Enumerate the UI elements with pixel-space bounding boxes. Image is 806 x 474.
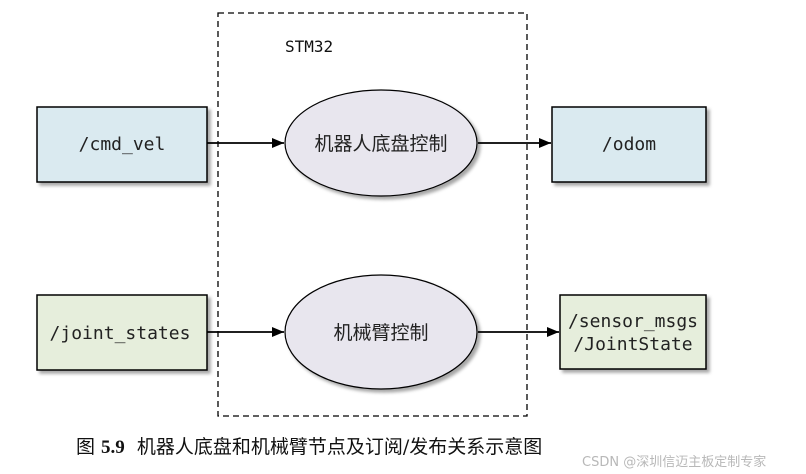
topic-joint-states-label: /joint_states <box>50 323 191 344</box>
topic-joint-state-msg-line2: /JointState <box>573 334 692 355</box>
caption-number: 5.9 <box>101 437 125 458</box>
topic-joint-state-msg[interactable]: /sensor_msgs /JointState <box>559 294 707 370</box>
node-base-control-label: 机器人底盘控制 <box>314 133 447 155</box>
topic-odom[interactable]: /odom <box>551 106 707 183</box>
figure-caption: 图 5.9 机器人底盘和机械臂节点及订阅/发布关系示意图 <box>76 432 542 459</box>
node-arm-control[interactable]: 机械臂控制 <box>284 274 478 390</box>
topic-odom-label: /odom <box>602 134 656 155</box>
watermark: CSDN @深圳信迈主板定制专家 <box>582 455 767 470</box>
caption-text: 机器人底盘和机械臂节点及订阅/发布关系示意图 <box>124 436 543 458</box>
stm32-label: STM32 <box>285 37 333 56</box>
stm32-container <box>217 12 528 417</box>
node-arm-control-label: 机械臂控制 <box>333 322 428 344</box>
topic-joint-state-msg-line1: /sensor_msgs <box>568 311 698 332</box>
caption-prefix: 图 <box>76 436 102 458</box>
node-base-control[interactable]: 机器人底盘控制 <box>284 89 478 197</box>
topic-joint-states[interactable]: /joint_states <box>36 294 208 371</box>
topic-cmd-vel[interactable]: /cmd_vel <box>36 106 208 183</box>
topic-cmd-vel-label: /cmd_vel <box>79 134 166 155</box>
